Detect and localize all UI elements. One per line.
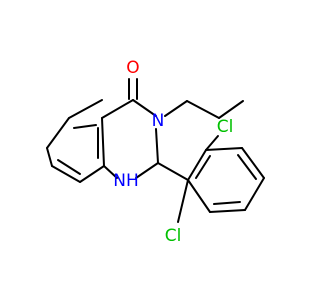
bond-aryl-2-3 — [205, 147, 243, 151]
bond-c4a-c5 — [68, 99, 103, 119]
bond-aryl-inner-3 — [213, 201, 241, 205]
bond-aryl-4-5 — [244, 177, 265, 211]
bond-c4-n3 — [132, 99, 157, 117]
chlorine-bottom-label: Cl — [165, 226, 182, 246]
bond-propyl-2-3 — [218, 100, 244, 119]
bond-c2-aryl — [157, 162, 189, 181]
bond-c2-n1 — [135, 162, 159, 179]
bond-n3-c2 — [155, 128, 159, 164]
bond-benzo-inner-2 — [57, 159, 81, 175]
oxygen-label: O — [126, 58, 139, 78]
structure-canvas: O N NH Cl Cl — [46, 58, 265, 246]
bond-propyl-1-2 — [186, 100, 220, 119]
bond-lines — [46, 78, 265, 223]
bond-aryl-inner-1 — [195, 155, 211, 179]
bond-aryl-cl-top — [205, 135, 219, 151]
bond-n1-c8a — [103, 165, 118, 179]
bond-c6-c7 — [46, 147, 53, 167]
bond-c7-c8 — [51, 165, 81, 183]
bond-c5-c6 — [46, 117, 70, 149]
bond-benzo-inner-1 — [73, 124, 97, 129]
bond-aryl-1-2 — [187, 149, 207, 181]
bond-aryl-3-4 — [241, 147, 265, 179]
bond-c8a-c4a — [101, 117, 105, 167]
bond-c8-c8a — [79, 165, 105, 183]
atom-labels: O N NH Cl Cl — [113, 58, 233, 246]
nitrogen-1-label: NH — [113, 171, 139, 191]
bond-aryl-6-1 — [187, 179, 211, 213]
bond-c4a-c4 — [101, 99, 134, 119]
bond-aryl-cl-bottom — [177, 179, 189, 223]
chlorine-top-label: Cl — [217, 117, 234, 137]
molecule-structure: O N NH Cl Cl — [46, 58, 265, 246]
bond-n3-propyl-1 — [164, 100, 188, 117]
bond-aryl-inner-2 — [237, 154, 257, 180]
nitrogen-3-label: N — [152, 111, 165, 131]
bond-aryl-5-6 — [209, 209, 246, 213]
